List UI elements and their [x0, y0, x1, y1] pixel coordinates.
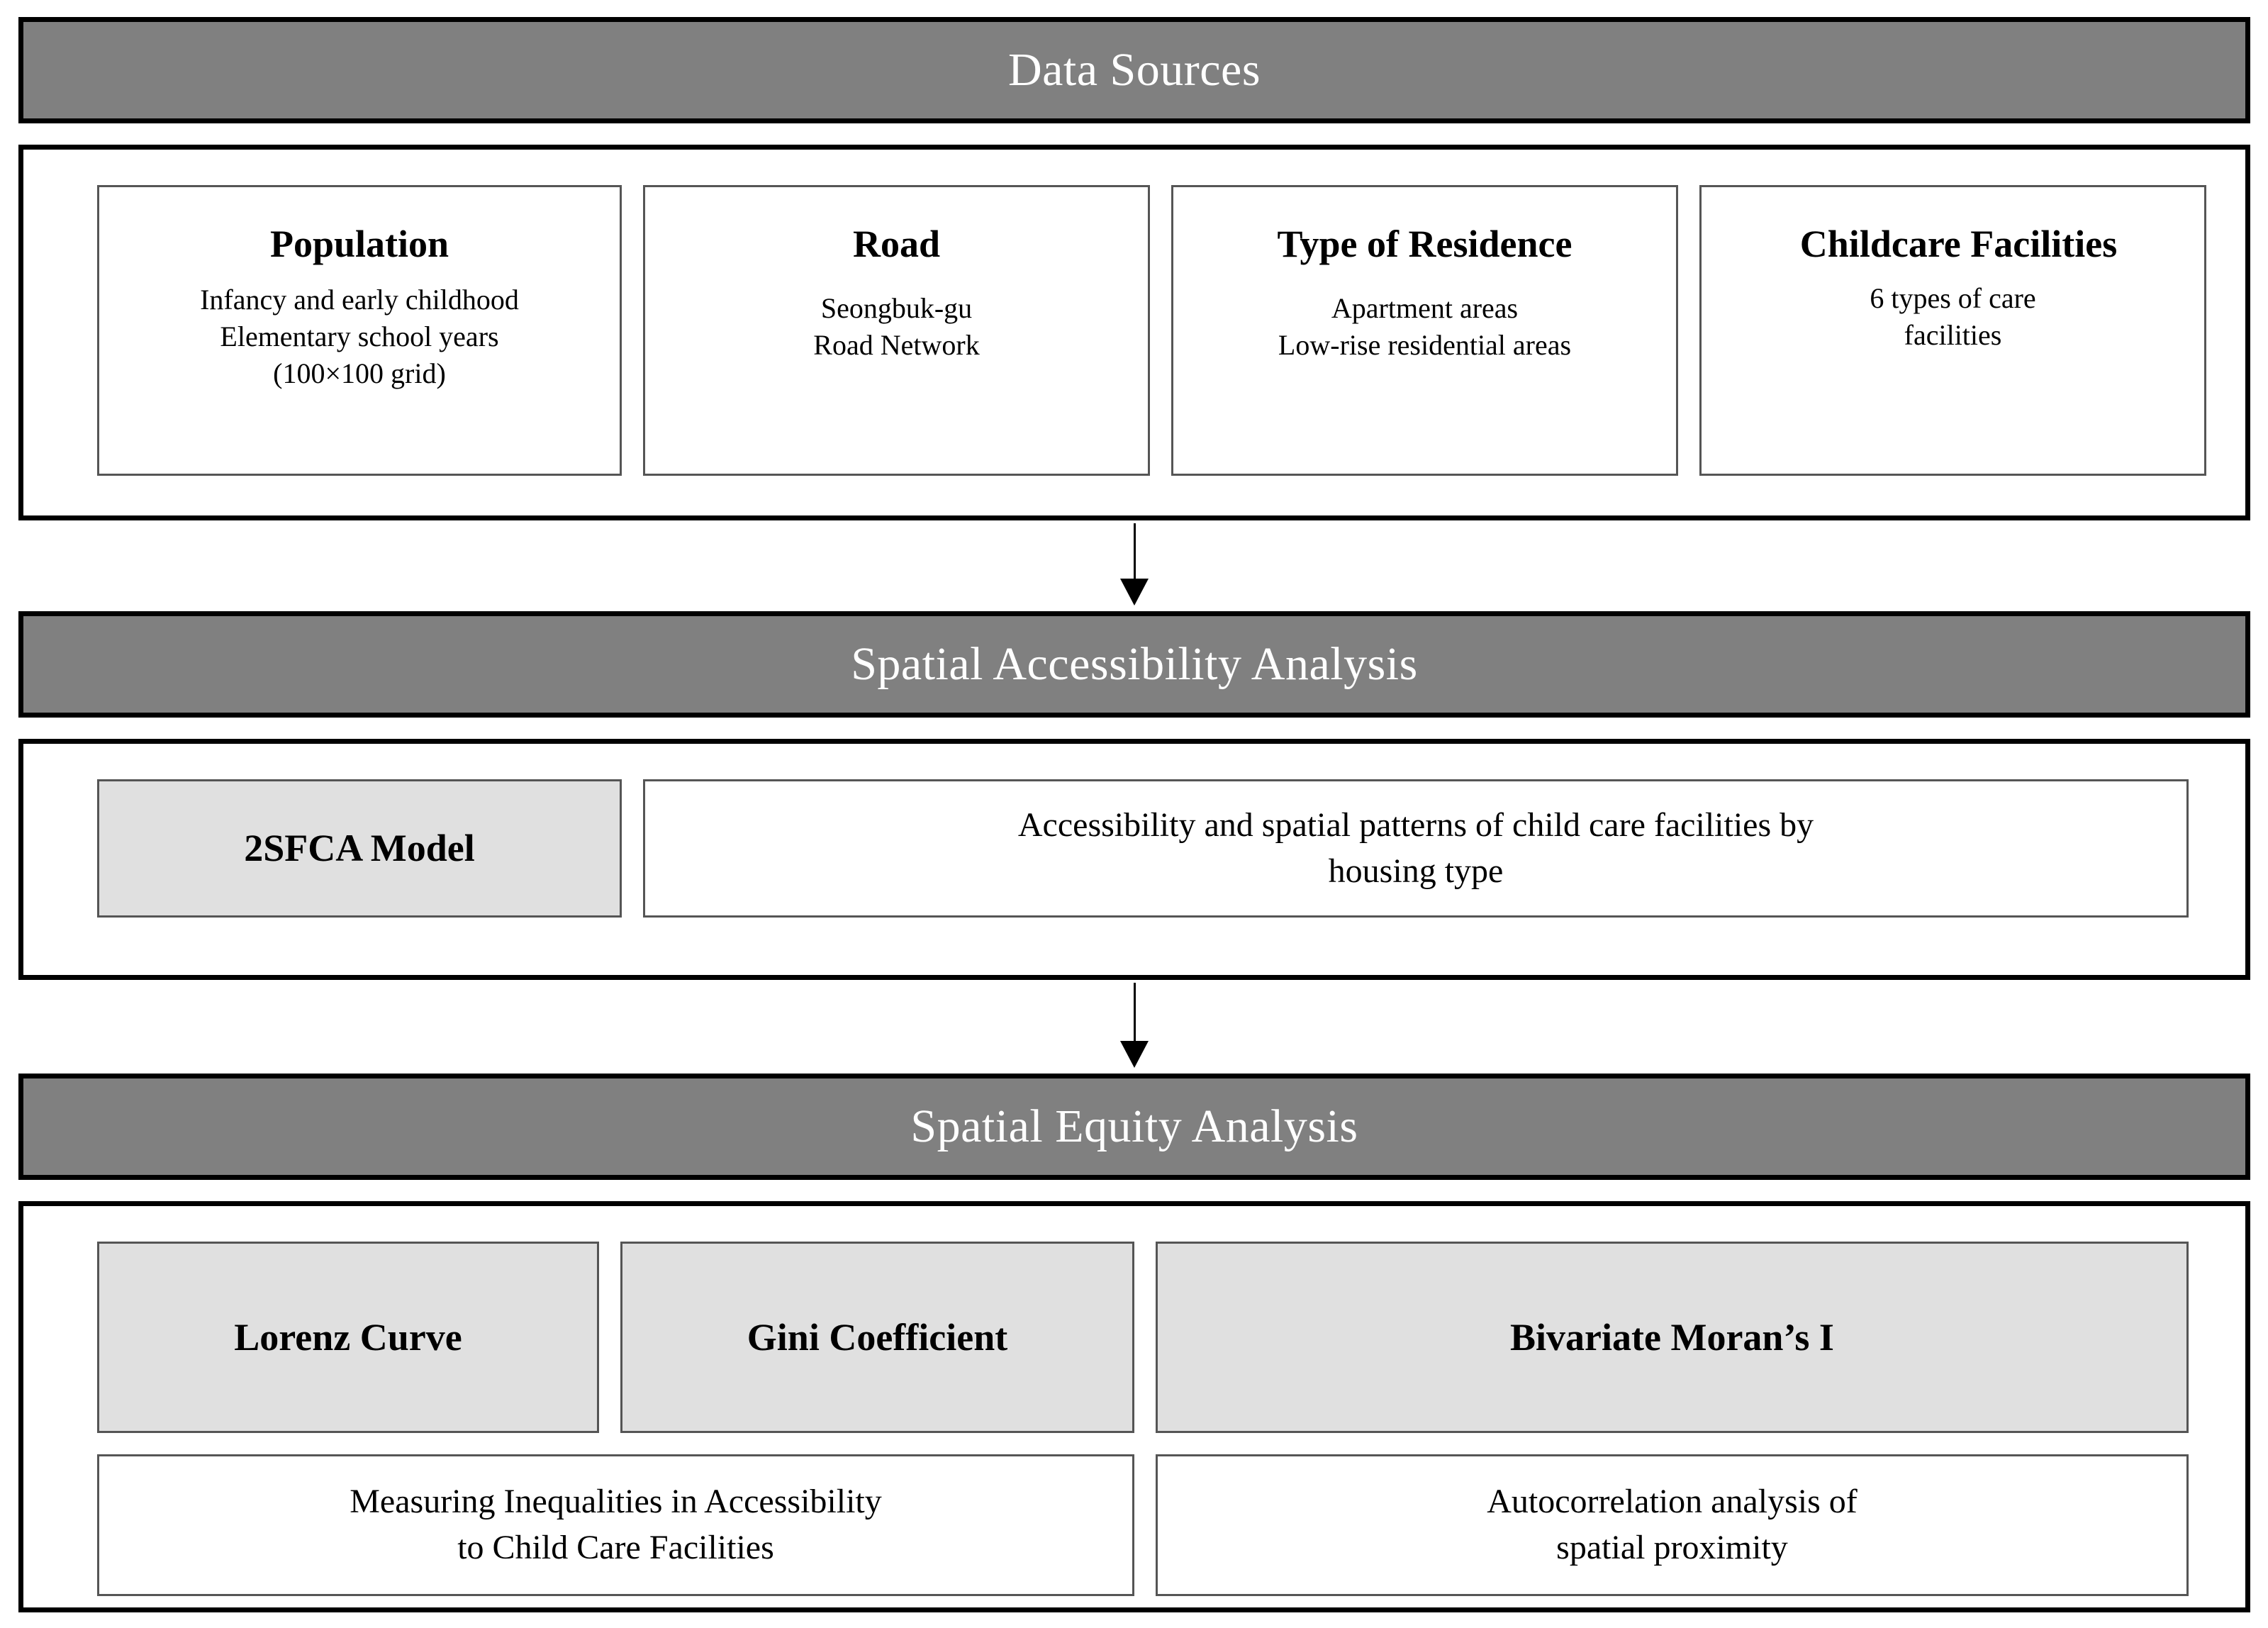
data-source-card-type-of-residence: Type of Residence Apartment areas Low-ri…	[1171, 185, 1678, 476]
card-body: Seongbuk-gu Road Network	[813, 291, 980, 361]
arrow-shaft	[1134, 523, 1136, 580]
section-banner-spatial-equity-analysis: Spatial Equity Analysis	[18, 1074, 2250, 1180]
card-title: Road	[852, 223, 941, 265]
data-source-card-population: Population Infancy and early childhood E…	[97, 185, 622, 476]
flow-arrow-down-icon	[1120, 523, 1149, 606]
section-banner-label: Spatial Equity Analysis	[910, 1100, 1358, 1152]
data-source-card-road: Road Seongbuk-gu Road Network	[643, 185, 1150, 476]
section-panel-spatial-equity-analysis: Lorenz Curve Gini Coefficient Bivariate …	[18, 1201, 2250, 1612]
card-body: Infancy and early childhood Elementary s…	[200, 283, 519, 389]
card-body: Accessibility and spatial patterns of ch…	[1017, 805, 1814, 890]
card-title: Population	[269, 223, 449, 265]
card-title: Type of Residence	[1277, 223, 1572, 265]
flow-arrow-down-icon	[1120, 983, 1149, 1068]
arrow-head	[1120, 1041, 1149, 1068]
arrow-head	[1120, 579, 1149, 606]
description-card-autocorrelation-analysis: Autocorrelation analysis of spatial prox…	[1156, 1454, 2189, 1596]
card-title: Bivariate Moran’s I	[1510, 1315, 1834, 1359]
card-body: 6 types of care facilities	[1870, 281, 2036, 351]
section-banner-label: Spatial Accessibility Analysis	[851, 638, 1418, 690]
card-title: Childcare Facilities	[1799, 223, 2118, 265]
section-panel-data-sources: Population Infancy and early childhood E…	[18, 145, 2250, 520]
card-title: 2SFCA Model	[244, 827, 475, 870]
section-banner-spatial-accessibility-analysis: Spatial Accessibility Analysis	[18, 611, 2250, 718]
method-card-bivariate-morans-i: Bivariate Moran’s I	[1156, 1242, 2189, 1433]
card-title: Lorenz Curve	[234, 1315, 462, 1359]
arrow-shaft	[1134, 983, 1136, 1042]
card-body: Autocorrelation analysis of spatial prox…	[1487, 1483, 1858, 1566]
description-card-accessibility-output: Accessibility and spatial patterns of ch…	[643, 779, 2189, 918]
data-source-card-childcare-facilities: Childcare Facilities 6 types of care fac…	[1699, 185, 2206, 476]
method-card-gini-coefficient: Gini Coefficient	[620, 1242, 1134, 1433]
card-title: Gini Coefficient	[747, 1315, 1008, 1359]
method-card-lorenz-curve: Lorenz Curve	[97, 1242, 599, 1433]
section-panel-spatial-accessibility-analysis: 2SFCA Model Accessibility and spatial pa…	[18, 739, 2250, 980]
section-banner-data-sources: Data Sources	[18, 17, 2250, 123]
section-banner-label: Data Sources	[1007, 44, 1261, 96]
card-body: Apartment areas Low-rise residential are…	[1278, 291, 1572, 361]
method-card-2sfca-model: 2SFCA Model	[97, 779, 622, 918]
card-body: Measuring Inequalities in Accessibility …	[350, 1483, 882, 1566]
description-card-measuring-inequalities: Measuring Inequalities in Accessibility …	[97, 1454, 1134, 1596]
